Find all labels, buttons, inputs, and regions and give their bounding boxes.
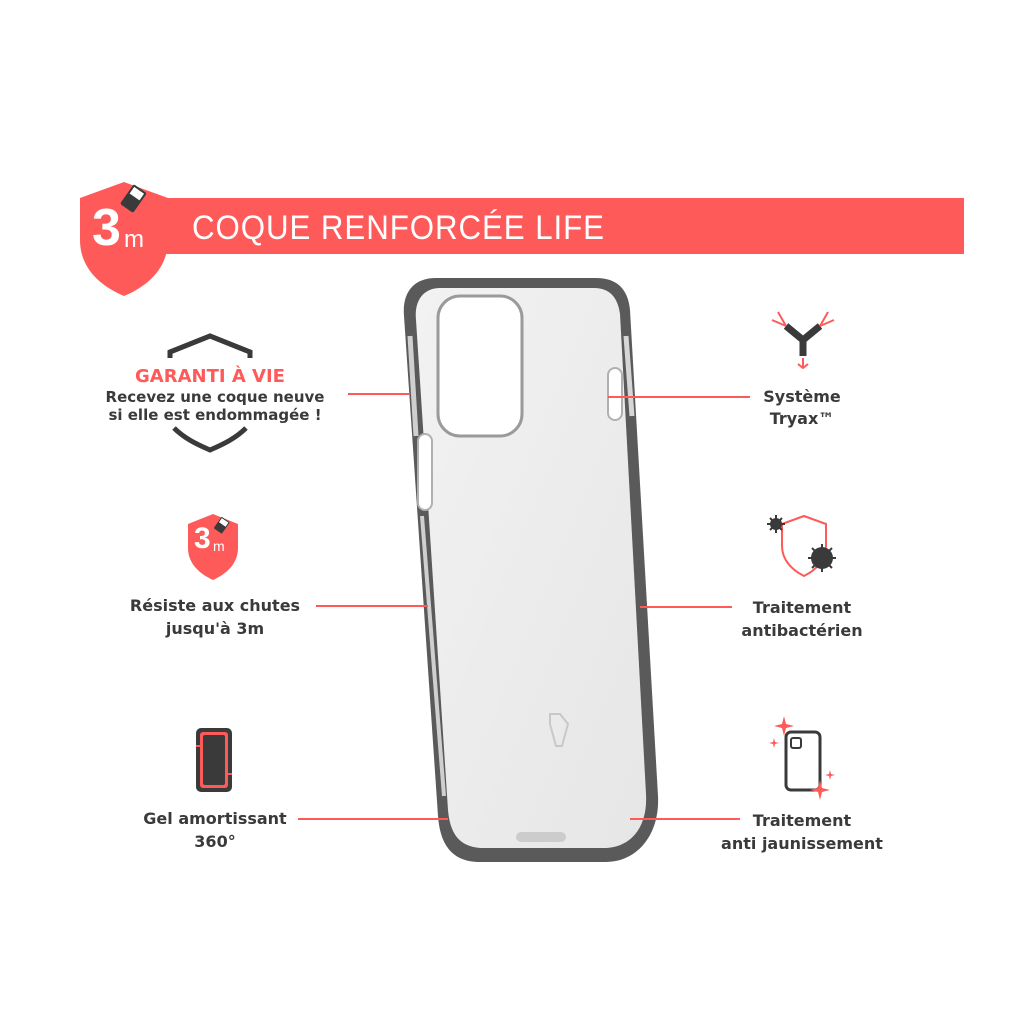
drop-badge-number: 3 bbox=[194, 522, 211, 555]
antibacterial-feature-line bbox=[640, 606, 732, 608]
header-badge-number: 3 bbox=[92, 199, 121, 257]
drop-shield-icon bbox=[188, 514, 238, 580]
warranty-text-line2: si elle est endommagée ! bbox=[108, 406, 322, 424]
warranty-text-line1: Recevez une coque neuve bbox=[105, 388, 325, 406]
drop-feature-line bbox=[316, 605, 428, 607]
tryax-icon bbox=[771, 311, 835, 370]
gel-feature-line1: Gel amortissant bbox=[143, 809, 287, 828]
tryax-feature-line2: Tryax™ bbox=[769, 409, 835, 428]
anti-yellowing-icon bbox=[769, 716, 835, 800]
antibacterial-shield-icon bbox=[767, 514, 836, 578]
phone-case-image bbox=[403, 278, 659, 862]
gel-feature-line2: 360° bbox=[194, 832, 236, 851]
antibacterial-feature-line1: Traitement bbox=[752, 598, 852, 617]
antibacterial-feature-line2: antibactérien bbox=[741, 621, 863, 640]
warranty-title: GARANTI À VIE bbox=[135, 366, 285, 387]
gel-360-icon bbox=[196, 728, 232, 792]
header-banner bbox=[164, 198, 964, 254]
yellowing-feature-line bbox=[630, 818, 740, 820]
drop-feature-line1: Résiste aux chutes bbox=[129, 596, 301, 615]
header-title: COQUE RENFORCÉE LIFE bbox=[192, 209, 605, 247]
drop-3m-shield-icon bbox=[80, 179, 168, 296]
drop-badge-unit: m bbox=[213, 538, 225, 554]
drop-feature-line2: jusqu'à 3m bbox=[165, 619, 265, 638]
warranty-shield-icon bbox=[167, 333, 253, 453]
warranty-line bbox=[348, 393, 410, 395]
tryax-feature-line1: Système bbox=[763, 387, 841, 406]
gel-feature-line bbox=[298, 818, 448, 820]
tryax-feature-line bbox=[608, 396, 750, 398]
yellowing-feature-line2: anti jaunissement bbox=[721, 834, 883, 853]
header-badge-unit: m bbox=[124, 226, 144, 253]
yellowing-feature-line1: Traitement bbox=[752, 811, 852, 830]
